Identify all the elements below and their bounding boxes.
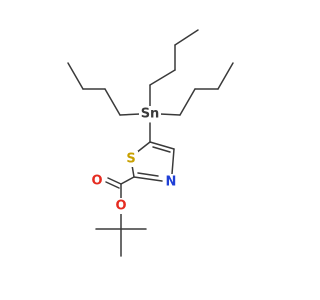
bond-c1-c2	[149, 69, 176, 86]
bond-c5-c6	[104, 88, 121, 116]
molecule-structure-diagram: Sn S N O O	[67, 29, 234, 257]
bond-carbonyl-o-double-a	[107, 177, 122, 185]
bond-n3-c2-inner	[137, 172, 159, 177]
sulfur-label: S	[126, 152, 135, 167]
carbonyl-oxygen-atom: O	[90, 173, 104, 189]
ester-oxygen-label: O	[115, 199, 126, 214]
bond-c3-c4	[174, 29, 199, 46]
bond-n3-c2	[133, 176, 163, 182]
ester-oxygen-atom: O	[114, 198, 128, 214]
bond-c7-c8	[67, 62, 84, 90]
bond-c11-c12	[217, 62, 234, 90]
nitrogen-label: N	[166, 175, 177, 190]
carbonyl-oxygen-label: O	[91, 174, 102, 189]
bond-lines	[67, 29, 234, 257]
bond-c5-c4-inner	[152, 146, 171, 153]
bond-sn-c9	[159, 113, 181, 116]
bond-sn-c5	[119, 113, 141, 116]
bond-c4-n3	[171, 148, 175, 175]
sulfur-atom: S	[124, 151, 138, 167]
bond-c5-s	[135, 141, 151, 154]
atom-labels: Sn S N O O	[90, 106, 178, 214]
bond-carbonyl-o-double-b	[105, 181, 120, 189]
tin-label: Sn	[141, 107, 160, 122]
bond-c5-c4	[149, 141, 175, 150]
tin-atom: Sn	[139, 106, 161, 122]
bond-c9-c10	[179, 88, 196, 116]
nitrogen-atom: N	[164, 174, 178, 190]
bond-c2-carbonyl	[120, 176, 135, 185]
